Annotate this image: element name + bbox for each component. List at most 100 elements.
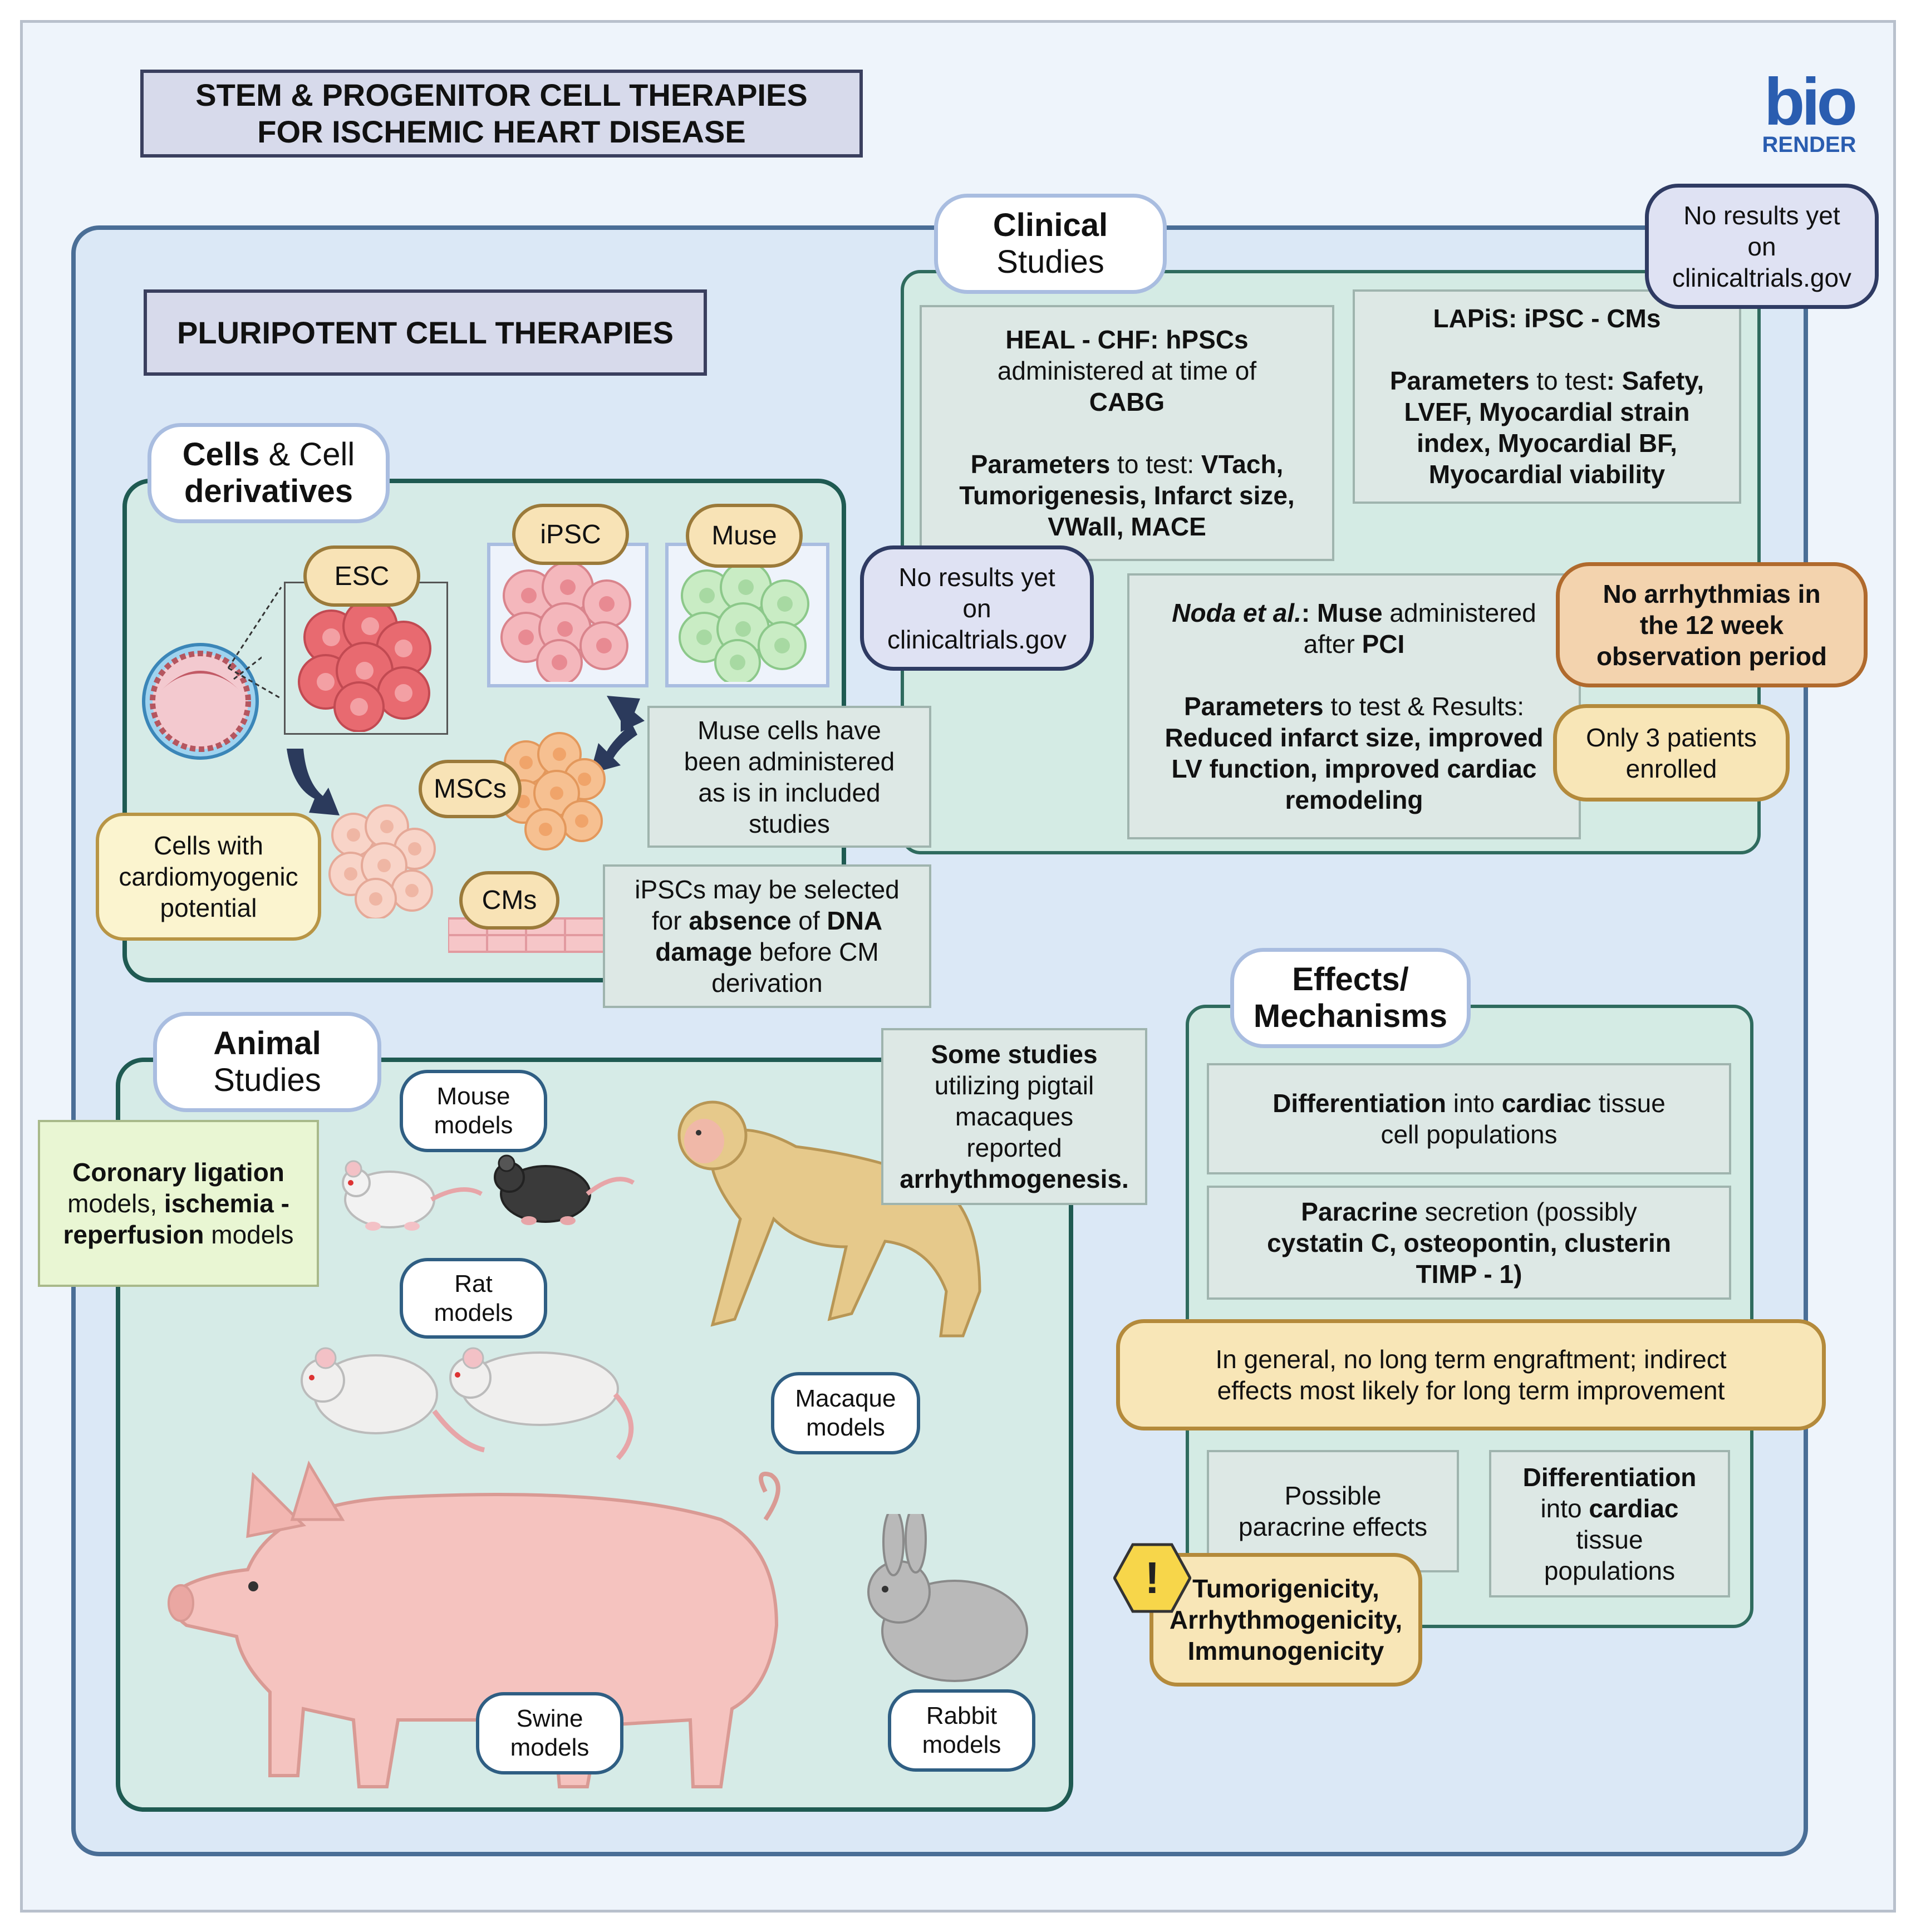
lapis-line-4: index, Myocardial BF, — [1417, 429, 1677, 458]
macaque-models-l2: models — [806, 1414, 885, 1441]
title-line-2: FOR ISCHEMIC HEART DISEASE — [257, 114, 746, 149]
warning-symbol: ! — [1144, 1553, 1160, 1602]
noda-result-1: Reduced infarct size, improved — [1165, 723, 1544, 752]
lapis-card: LAPiS: iPSC - CMs Parameters to test: Sa… — [1353, 289, 1741, 504]
lapis-line-5: Myocardial viability — [1428, 460, 1666, 489]
ipsc-label: iPSC — [512, 504, 629, 565]
cells-derivatives-tab: Cells & Cell derivatives — [148, 423, 390, 523]
no-arrhythmias-l2: the 12 week — [1639, 610, 1784, 640]
noda-line-2b: PCI — [1362, 630, 1405, 658]
logo-mark: bio — [1764, 64, 1858, 139]
lapis-params-text: to test — [1529, 366, 1607, 395]
engraftment-l1: In general, no long term engraftment; in… — [1215, 1345, 1727, 1374]
effects-tab-line-2: Mechanisms — [1253, 998, 1448, 1034]
possible-l2: paracrine effects — [1238, 1512, 1428, 1541]
clinical-tab-line-1: Clinical — [993, 207, 1108, 243]
logo-word: RENDER — [1762, 132, 1856, 157]
lapis-title: LAPiS: iPSC - CMs — [1433, 304, 1661, 333]
macaque-models-label: Macaque models — [771, 1372, 920, 1454]
macaque-models-l1: Macaque — [795, 1385, 896, 1412]
coronary-b2: ischemia - — [164, 1189, 289, 1218]
mouse-models-l1: Mouse — [436, 1083, 510, 1110]
macaque-note-l2: utilizing pigtail — [934, 1071, 1094, 1100]
lapis-line-3: LVEF, Myocardial strain — [1404, 397, 1690, 426]
noda-colon: : — [1301, 598, 1317, 627]
eff1-t1: into — [1446, 1089, 1502, 1118]
cells-tab-t1: & Cell — [259, 436, 355, 473]
mouse-models-l2: models — [434, 1112, 513, 1139]
diff-card-b2: cardiac — [1589, 1493, 1679, 1523]
coronary-t3: models — [204, 1220, 294, 1249]
noda-line-2a: after — [1303, 630, 1362, 658]
risks-warning-note: Tumorigenicity, Arrhythmogenicity, Immun… — [1149, 1553, 1422, 1687]
cardio-note-l2: cardiomyogenic — [119, 862, 298, 891]
rat-illustration-1 — [301, 1347, 485, 1453]
ipsc-note: iPSCs may be selected for absence of DNA… — [603, 864, 931, 1008]
no-results-2-l3: clinicaltrials.gov — [887, 625, 1067, 654]
muse-note-l3: as is in included — [698, 778, 881, 807]
swine-models-l2: models — [510, 1734, 589, 1761]
muse-cell-cluster — [679, 561, 809, 682]
ipsc-note-l2d: DNA — [827, 906, 883, 935]
macaque-arrhythmogenesis-note: Some studies utilizing pigtail macaques … — [881, 1028, 1147, 1205]
noda-params-label: Parameters — [1183, 692, 1324, 721]
rabbit-models-label: Rabbit models — [888, 1689, 1035, 1772]
lapis-params-label: Parameters — [1389, 366, 1530, 395]
warning-l2: Arrhythmogenicity, — [1169, 1605, 1403, 1634]
diff-card-l3: tissue — [1576, 1525, 1643, 1554]
animal-tab-line-2: Studies — [213, 1062, 321, 1098]
ipsc-note-l2a: for — [651, 906, 689, 935]
ipsc-note-l3a: damage — [655, 937, 753, 966]
clinical-tab-line-2: Studies — [996, 244, 1104, 280]
coronary-ligation-note: Coronary ligation models, ischemia - rep… — [38, 1120, 319, 1287]
heal-line-5: Tumorigenesis, Infarct size, — [959, 481, 1295, 510]
mscs-label: MSCs — [419, 760, 522, 818]
eff1-b1: Differentiation — [1273, 1089, 1446, 1118]
rat-illustration-2 — [449, 1347, 634, 1461]
ipsc-note-l2c: of — [791, 906, 827, 935]
rabbit-models-l2: models — [922, 1731, 1001, 1758]
cardio-note-l1: Cells with — [154, 831, 263, 860]
heal-params-text: to test: — [1110, 450, 1201, 479]
no-arrhythmias-note: No arrhythmias in the 12 week observatio… — [1556, 562, 1868, 687]
arrow-esc-to-cells — [287, 749, 340, 815]
biorender-logo: bio RENDER — [1742, 64, 1876, 159]
no-results-1-l2: on — [1747, 232, 1776, 261]
ipsc-note-l2b: absence — [689, 906, 792, 935]
muse-note: Muse cells have been administered as is … — [647, 706, 931, 848]
blastocyst-graphic — [142, 643, 262, 760]
noda-author: Noda et al. — [1172, 598, 1301, 627]
heal-chf-card: HEAL - CHF: hPSCs administered at time o… — [920, 305, 1334, 561]
cms-label: CMs — [459, 871, 559, 930]
warning-l1: Tumorigenicity, — [1192, 1574, 1379, 1603]
lapis-params-value: : Safety, — [1606, 366, 1704, 395]
black-mouse-illustration — [494, 1154, 635, 1225]
macaque-note-l4: reported — [966, 1133, 1062, 1162]
engraftment-l2: effects most likely for long term improv… — [1217, 1376, 1725, 1405]
warning-l3: Immunogenicity — [1187, 1636, 1384, 1665]
noda-result-2: LV function, improved cardiac — [1171, 754, 1537, 783]
no-results-1-l3: clinicaltrials.gov — [1672, 263, 1852, 292]
rat-models-l1: Rat — [454, 1270, 493, 1297]
rat-models-l2: models — [434, 1299, 513, 1326]
eff2-b2: cystatin C, osteopontin, clusterin — [1267, 1228, 1671, 1257]
macaque-note-b5: arrhythmogenesis. — [900, 1164, 1129, 1193]
possible-l1: Possible — [1284, 1481, 1382, 1510]
connector-dash — [227, 587, 282, 700]
eff2-b3: TIMP - 1) — [1416, 1259, 1522, 1289]
muse-note-l2: been administered — [684, 746, 895, 776]
muse-label: Muse — [686, 504, 803, 568]
heal-line-3: CABG — [1089, 387, 1165, 416]
swine-models-label: Swine models — [476, 1692, 623, 1774]
effects-tab-line-1: Effects/ — [1292, 961, 1409, 997]
coronary-t2: models, — [67, 1189, 164, 1218]
eff1-b2: cardiac — [1501, 1089, 1591, 1118]
noda-card: Noda et al.: Muse administered after PCI… — [1127, 573, 1581, 839]
clinical-studies-tab: Clinical Studies — [934, 194, 1167, 294]
diff-card-l4: populations — [1544, 1556, 1676, 1585]
arrow-ipsc-to-mscs — [607, 696, 645, 732]
macaque-note-l3: macaques — [955, 1102, 1074, 1131]
ipsc-note-l3b: before CM — [752, 937, 879, 966]
no-results-2-l1: No results yet — [898, 562, 1055, 592]
esc-label: ESC — [303, 545, 420, 607]
